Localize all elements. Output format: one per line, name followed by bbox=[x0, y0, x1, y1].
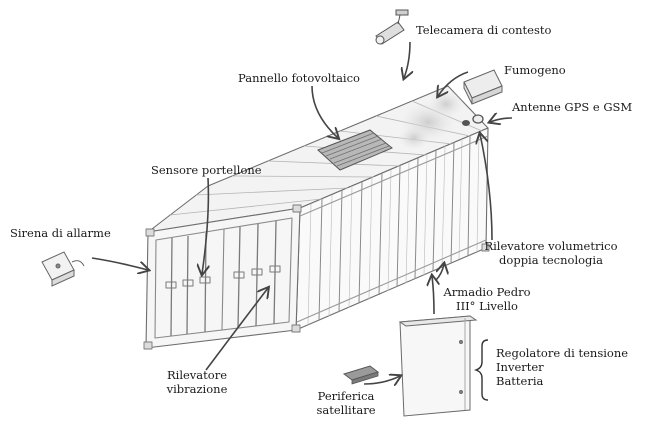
label-satellite-line-2: satellitare bbox=[316, 403, 376, 417]
cabinet-device bbox=[398, 315, 478, 417]
cabinet-item: Regolatore di tensione bbox=[496, 346, 629, 360]
label-cabinet-line-1: Armadio Pedro bbox=[443, 285, 531, 299]
label-antenna: Antenne GPS e GSM bbox=[512, 100, 633, 114]
label-camera: Telecamera di contesto bbox=[416, 23, 552, 37]
cabinet-item: Inverter bbox=[496, 360, 544, 374]
label-volumetric-line-1: Rilevatore volumetrico bbox=[484, 239, 618, 253]
cabinet-items-brace bbox=[473, 339, 489, 401]
label-volumetric-line-2: doppia tecnologia bbox=[499, 253, 603, 267]
label-solar-panel: Pannello fotovoltaico bbox=[238, 71, 360, 85]
satellite-device bbox=[342, 365, 380, 385]
label-door-sensor: Sensore portellone bbox=[151, 163, 262, 177]
label-siren: Sirena di allarme bbox=[10, 226, 111, 240]
security-camera-device bbox=[375, 9, 409, 45]
label-satellite: Periferica satellitare bbox=[296, 389, 396, 417]
label-vibration-line-2: vibrazione bbox=[166, 382, 228, 396]
label-cabinet-line-2: III° Livello bbox=[456, 299, 518, 313]
callout-arrows bbox=[91, 41, 513, 384]
cabinet-items-list: Regolatore di tensione Inverter Batteria bbox=[496, 346, 628, 388]
label-vibration-detector: Rilevatore vibrazione bbox=[152, 368, 242, 396]
label-cabinet: Armadio Pedro III° Livello bbox=[432, 285, 542, 313]
smoke-generator-device bbox=[463, 69, 503, 105]
gps-gsm-antenna-device bbox=[462, 114, 484, 126]
label-smoke: Fumogeno bbox=[504, 63, 566, 77]
label-vibration-line-1: Rilevatore bbox=[166, 368, 228, 382]
label-satellite-line-1: Periferica bbox=[317, 389, 375, 403]
cabinet-item: Batteria bbox=[496, 374, 544, 388]
solar-panel bbox=[317, 129, 393, 171]
siren-device bbox=[41, 251, 85, 287]
label-volumetric-detector: Rilevatore volumetrico doppia tecnologia bbox=[456, 239, 646, 267]
